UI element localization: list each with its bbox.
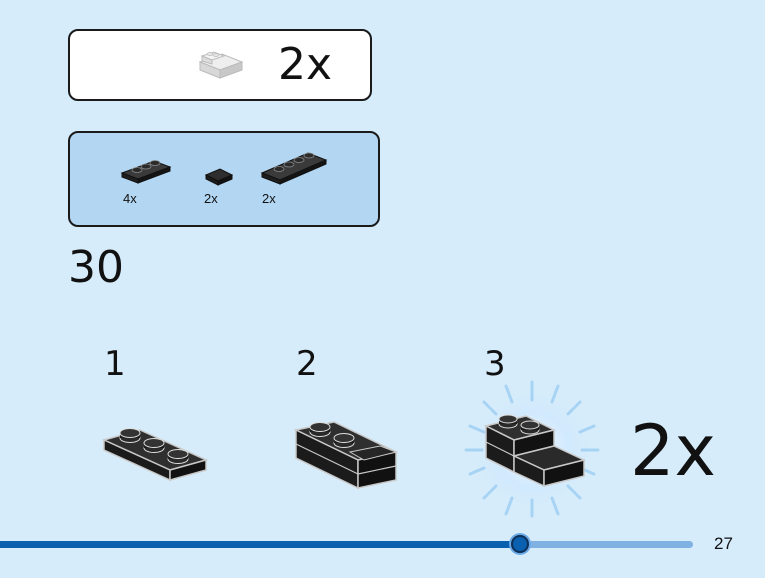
page-progress-fill	[0, 541, 520, 548]
submodel-callout: 2x	[68, 29, 372, 101]
sub-step-number: 3	[484, 344, 506, 384]
step-number: 30	[68, 242, 124, 293]
part-quantity: 4x	[123, 191, 137, 206]
submodel-icon	[198, 51, 244, 79]
build-multiplier: 2x	[630, 410, 716, 492]
parts-list: 4x 2x 2x	[68, 131, 380, 227]
sub-step-1-plate-illustration	[101, 428, 209, 482]
page-progress-bar	[0, 535, 693, 553]
sub-step-number: 1	[104, 344, 126, 384]
sub-step-3-assembly-illustration	[483, 414, 587, 488]
tile-1x1-icon	[204, 168, 234, 186]
plate-1x4-icon	[260, 152, 328, 185]
sub-step-2-assembly-illustration	[293, 421, 399, 490]
part-quantity: 2x	[204, 191, 218, 206]
plate-1x3-icon	[120, 160, 172, 184]
sub-step-number: 2	[296, 344, 318, 384]
callout-quantity: 2x	[278, 39, 333, 90]
page-number: 27	[714, 534, 733, 553]
part-quantity: 2x	[262, 191, 276, 206]
page-progress-knob[interactable]	[511, 535, 529, 553]
